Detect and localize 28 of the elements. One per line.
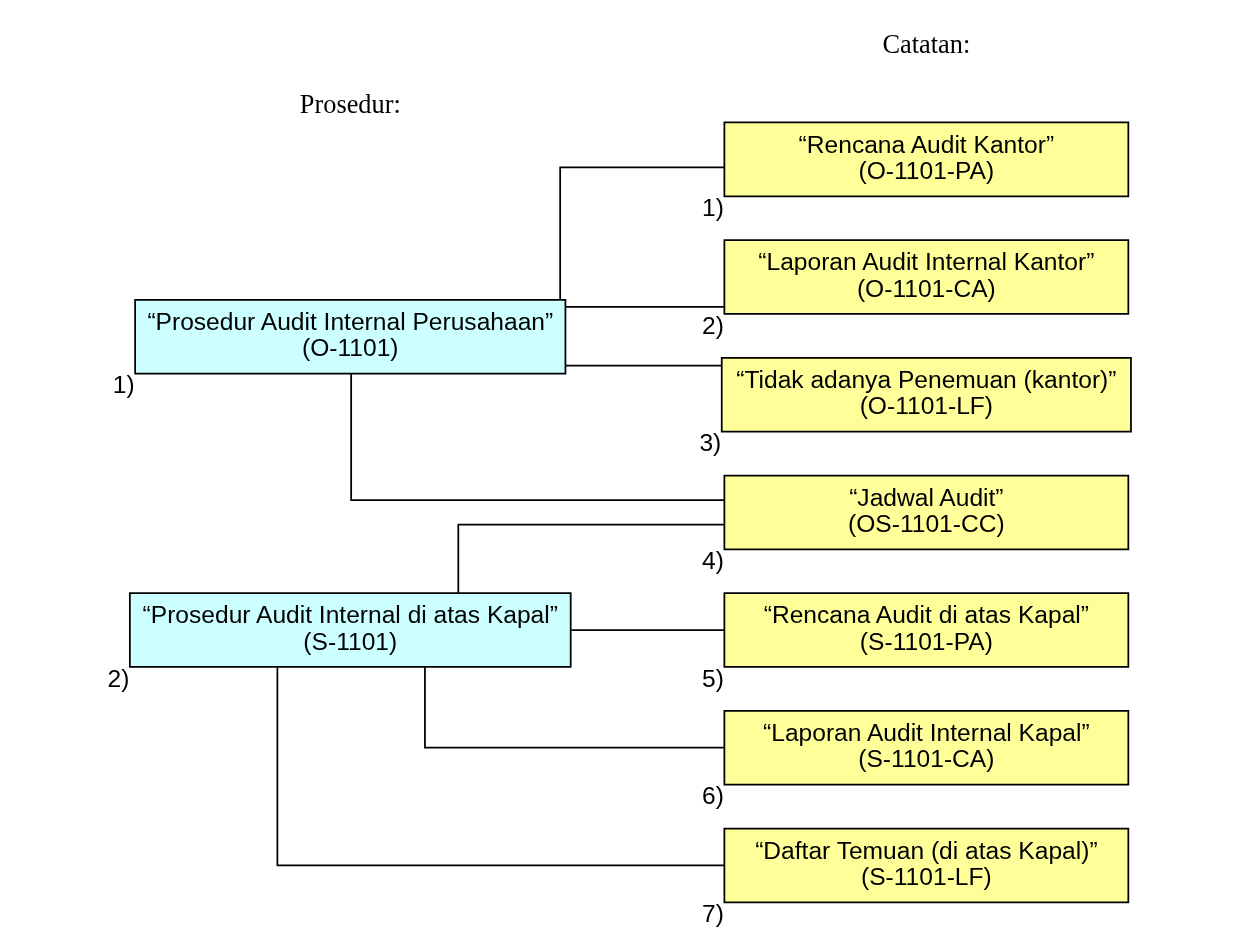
connector [564, 364, 722, 367]
label: Catatan: [881, 30, 970, 60]
node-box: “Prosedur Audit Internal di atas Kapal” (S-1101) [128, 592, 572, 668]
node-box: “Rencana Audit Kantor” (O-1101-PA) [723, 121, 1129, 198]
node-label: 6) [701, 782, 724, 810]
node-label: 1) [701, 193, 724, 221]
connector [558, 166, 725, 300]
connector [423, 666, 725, 749]
node-box: “Prosedur Audit Internal Perusahaan” (O-1101) [133, 299, 566, 375]
node-box: “Laporan Audit Internal Kantor” (O-1101-CA) [723, 239, 1129, 315]
node-box: “Rencana Audit di atas Kapal” (S-1101-PA) [723, 592, 1129, 668]
connector [564, 306, 725, 308]
node-box: “Tidak adanya Penemuan (kantor)” (O-1101-LF) [720, 356, 1132, 433]
node-label: 2) [701, 311, 724, 339]
node-label: 7) [701, 899, 724, 927]
node-label: 2) [107, 664, 129, 692]
node-box: “Daftar Temuan (di atas Kapal)” (S-1101-LF) [723, 827, 1129, 904]
connector [276, 666, 725, 867]
connector [570, 629, 725, 631]
node-box: “Laporan Audit Internal Kapal” (S-1101-CA) [723, 710, 1129, 786]
node-label: 4) [701, 546, 724, 574]
node-box: “Jadwal Audit” (OS-1101-CC) [723, 474, 1129, 551]
node-label: 1) [112, 371, 135, 399]
label: Prosedur: [299, 89, 401, 119]
node-label: 5) [701, 664, 724, 692]
node-label: 3) [698, 429, 721, 457]
connector [349, 372, 725, 501]
connector [456, 523, 725, 594]
